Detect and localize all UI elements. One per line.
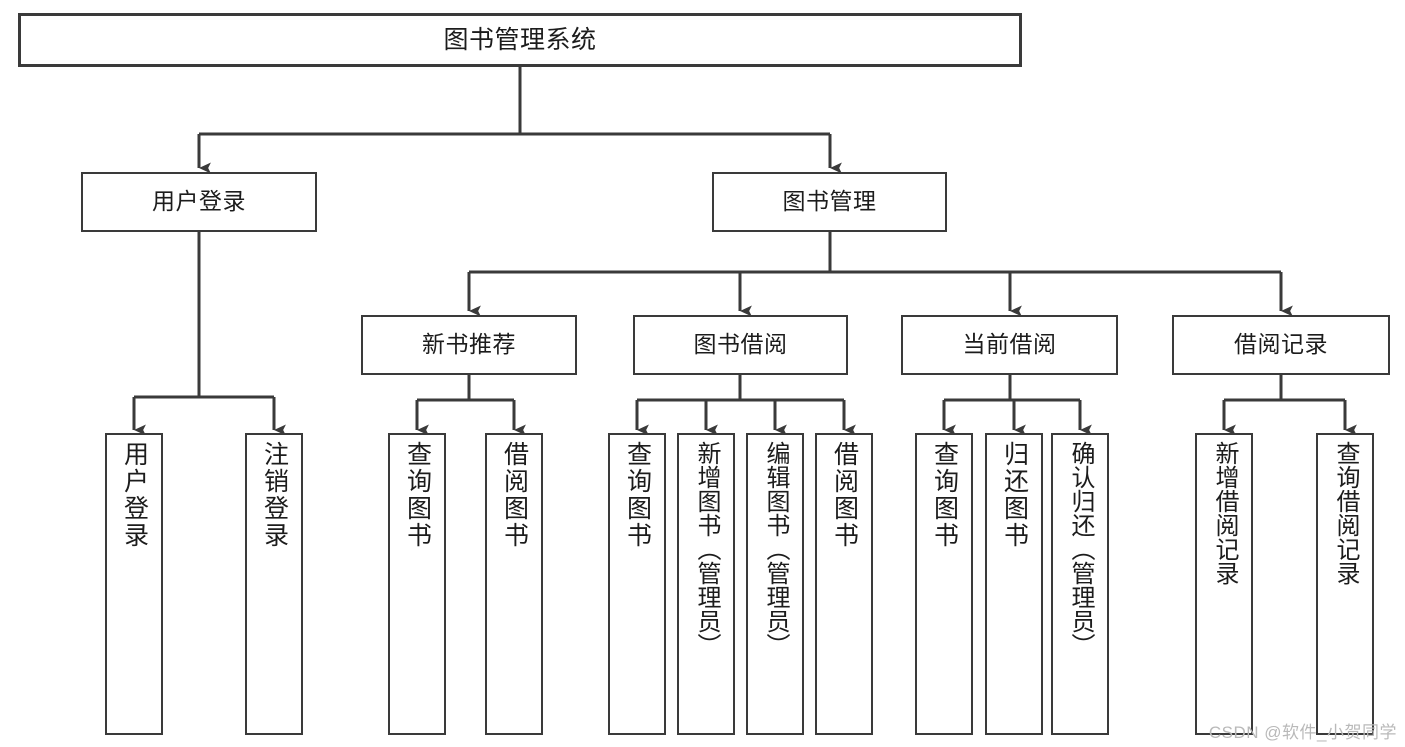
leaf-current-borrow-query-label: 查询图书 [930,441,959,549]
leaf-current-borrow-return[interactable]: 归还图书 [985,433,1043,735]
leaf-current-borrow-return-label: 归还图书 [1000,441,1029,549]
leaf-new-book-borrow-label: 借阅图书 [500,441,529,549]
node-current-borrow-label: 当前借阅 [962,331,1057,358]
leaf-book-borrow-edit-label: 编辑图书（管理员） [761,441,789,657]
leaf-book-borrow-query-label: 查询图书 [623,441,652,549]
node-book-management[interactable]: 图书管理 [712,172,947,232]
leaf-borrow-record-add-label: 新增借阅记录 [1210,441,1238,585]
node-book-borrow-label: 图书借阅 [693,331,788,358]
watermark: CSDN @软件_小贺同学 [1208,723,1397,742]
leaf-borrow-record-query[interactable]: 查询借阅记录 [1316,433,1374,735]
node-new-book-recommend[interactable]: 新书推荐 [361,315,577,375]
node-new-book-recommend-label: 新书推荐 [422,331,516,358]
leaf-user-login-logout[interactable]: 注销登录 [245,433,303,735]
leaf-user-login-login[interactable]: 用户登录 [105,433,163,735]
leaf-book-borrow-borrow[interactable]: 借阅图书 [815,433,873,735]
leaf-current-borrow-query[interactable]: 查询图书 [915,433,973,735]
leaf-book-borrow-query[interactable]: 查询图书 [608,433,666,735]
node-user-login-label: 用户登录 [152,188,246,215]
node-user-login[interactable]: 用户登录 [81,172,317,232]
leaf-user-login-logout-label: 注销登录 [260,441,289,549]
leaf-new-book-query-label: 查询图书 [403,441,432,549]
leaf-new-book-query[interactable]: 查询图书 [388,433,446,735]
leaf-current-borrow-confirm-label: 确认归还（管理员） [1066,441,1094,657]
node-book-management-label: 图书管理 [782,188,877,215]
node-root-label: 图书管理系统 [443,26,597,54]
node-current-borrow[interactable]: 当前借阅 [901,315,1118,375]
leaf-book-borrow-borrow-label: 借阅图书 [830,441,859,549]
leaf-current-borrow-confirm[interactable]: 确认归还（管理员） [1051,433,1109,735]
node-borrow-record-label: 借阅记录 [1234,331,1328,358]
leaf-user-login-login-label: 用户登录 [120,441,149,549]
leaf-borrow-record-query-label: 查询借阅记录 [1331,441,1359,585]
leaf-book-borrow-edit[interactable]: 编辑图书（管理员） [746,433,804,735]
node-root[interactable]: 图书管理系统 [18,13,1022,67]
leaf-book-borrow-add[interactable]: 新增图书（管理员） [677,433,735,735]
leaf-book-borrow-add-label: 新增图书（管理员） [692,441,720,657]
leaf-borrow-record-add[interactable]: 新增借阅记录 [1195,433,1253,735]
node-book-borrow[interactable]: 图书借阅 [633,315,848,375]
node-borrow-record[interactable]: 借阅记录 [1172,315,1390,375]
leaf-new-book-borrow[interactable]: 借阅图书 [485,433,543,735]
